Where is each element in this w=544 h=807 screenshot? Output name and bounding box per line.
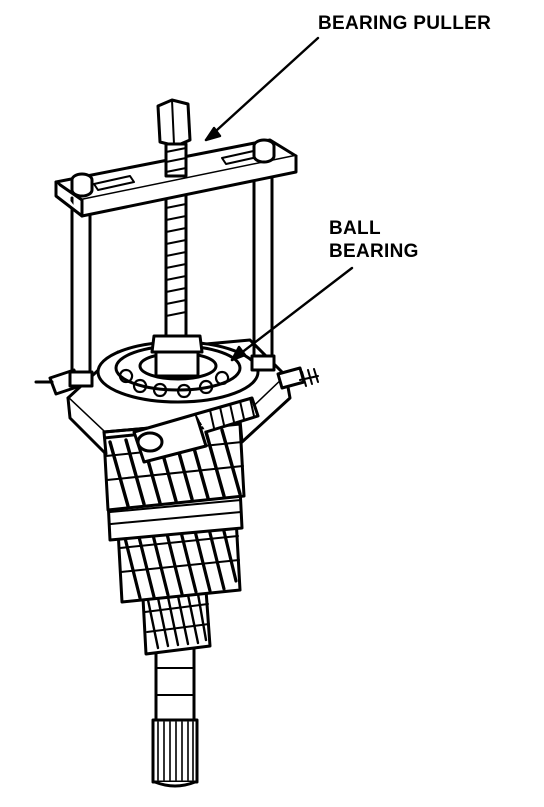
leader-lines	[204, 36, 354, 362]
output-shaft	[151, 638, 199, 788]
bearing-puller-label: BEARING PULLER	[318, 13, 492, 34]
ball-bearing-label-line1: BALL	[329, 218, 381, 239]
ball-bearing-label-line2: BEARING	[329, 241, 419, 262]
screw-hex-head	[156, 98, 192, 178]
puller-legs	[68, 172, 276, 388]
